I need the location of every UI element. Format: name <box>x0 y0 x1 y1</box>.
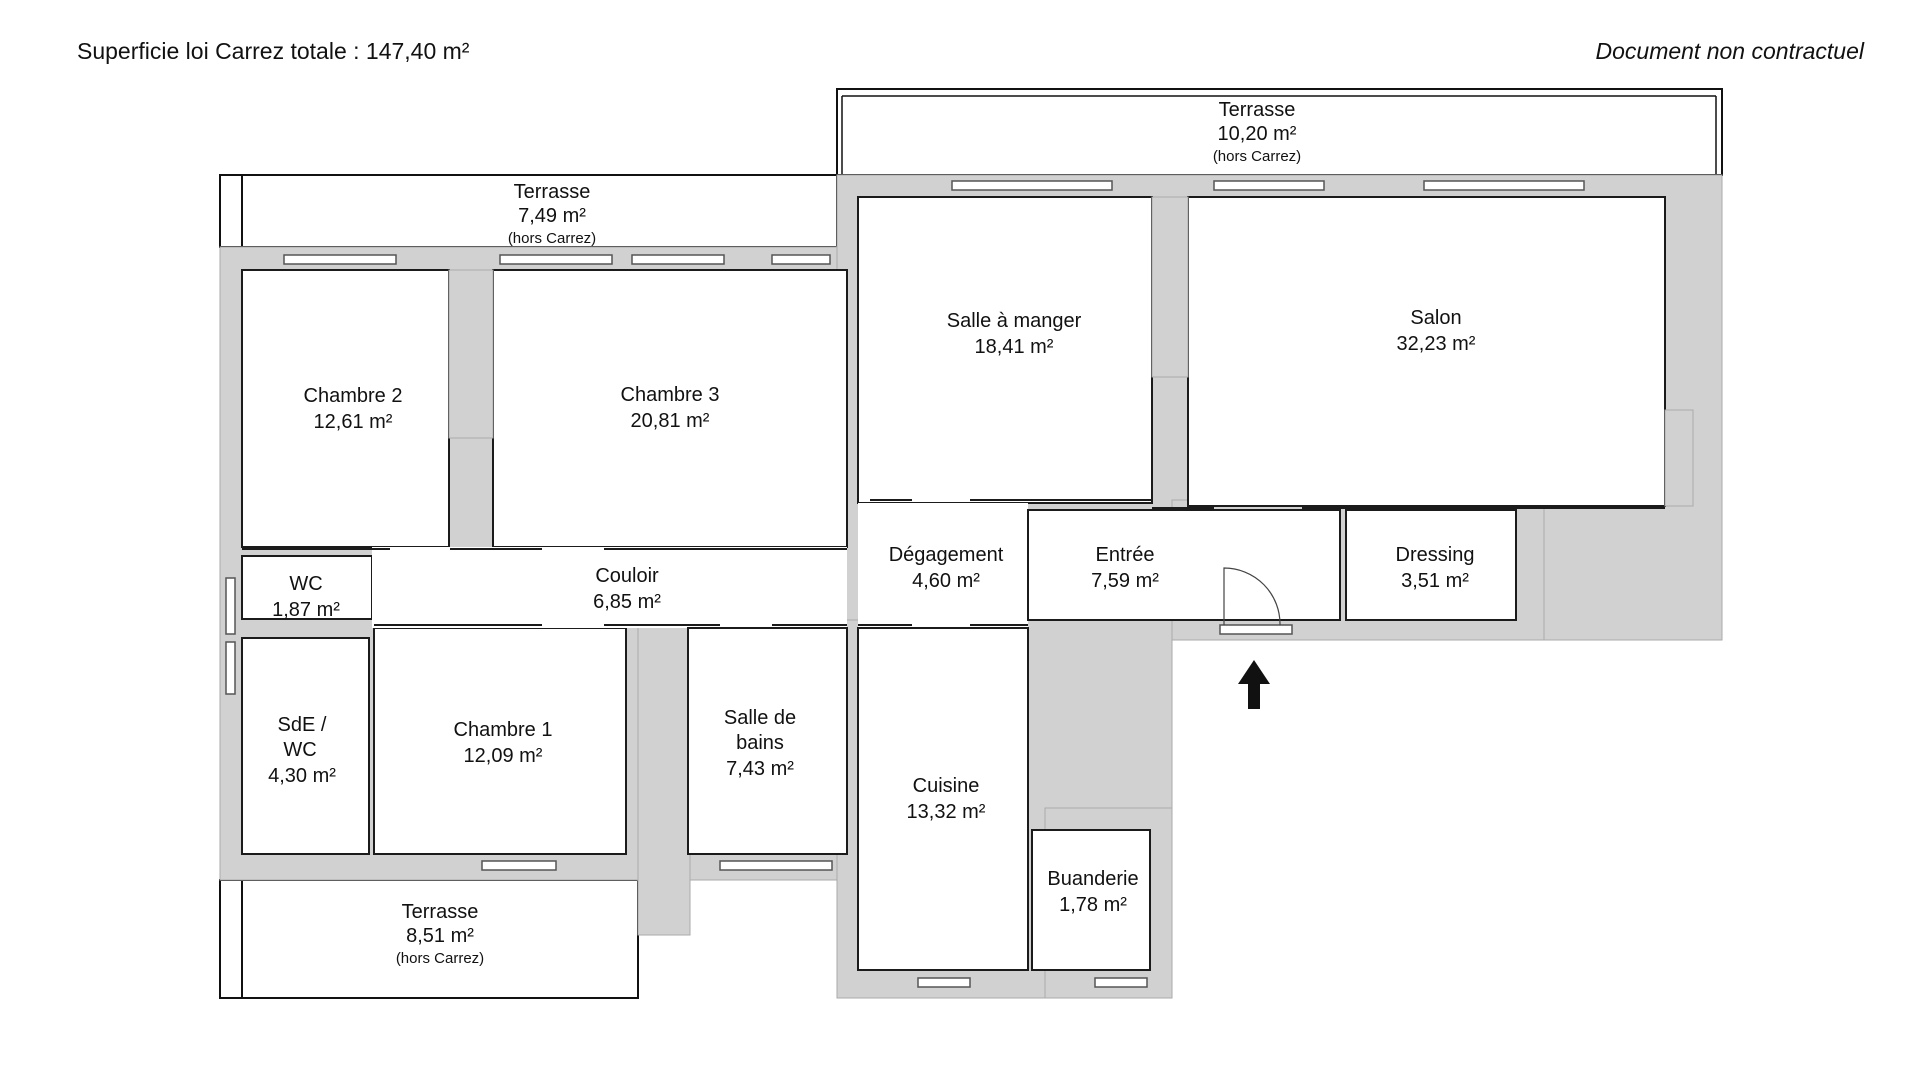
label-degagement: Dégagement 4,60 m² <box>889 544 1004 592</box>
room-dressing <box>1345 509 1517 621</box>
window-salon-b <box>1423 180 1585 191</box>
svg-text:12,61 m²: 12,61 m² <box>314 411 393 433</box>
window-chambre3-b <box>631 254 725 265</box>
svg-text:7,49 m²: 7,49 m² <box>518 205 586 227</box>
window-chambre1 <box>481 860 557 871</box>
terrasse-bottom-area <box>219 879 639 999</box>
label-wc: WC 1,87 m² <box>272 573 340 621</box>
label-chambre1: Chambre 1 12,09 m² <box>454 719 553 767</box>
window-cuisine <box>917 977 971 988</box>
svg-text:10,20 m²: 10,20 m² <box>1218 123 1297 145</box>
window-salle-a-manger <box>951 180 1113 191</box>
wall-chambre-divider <box>448 269 494 439</box>
svg-text:Terrasse: Terrasse <box>402 901 479 923</box>
svg-text:Dégagement: Dégagement <box>889 544 1004 566</box>
room-salon <box>1187 196 1666 507</box>
svg-text:Buanderie: Buanderie <box>1047 868 1138 890</box>
label-couloir: Couloir 6,85 m² <box>593 565 661 613</box>
svg-text:12,09 m²: 12,09 m² <box>464 745 543 767</box>
label-sde-wc: SdE / WC 4,30 m² <box>268 714 336 787</box>
svg-text:Entrée: Entrée <box>1096 544 1155 566</box>
room-chambre3 <box>492 269 848 548</box>
svg-text:7,43 m²: 7,43 m² <box>726 758 794 780</box>
svg-text:(hors Carrez): (hors Carrez) <box>396 950 484 967</box>
entry-door-swing <box>1223 567 1281 626</box>
svg-text:1,78 m²: 1,78 m² <box>1059 894 1127 916</box>
svg-text:32,23 m²: 32,23 m² <box>1397 333 1476 355</box>
label-salle-a-manger: Salle à manger 18,41 m² <box>947 310 1082 358</box>
window-chambre2 <box>283 254 397 265</box>
window-wc <box>225 577 236 635</box>
room-chambre1 <box>373 627 627 855</box>
label-terrasse-top: Terrasse 10,20 m² (hors Carrez) <box>1213 99 1301 165</box>
room-wc <box>241 555 373 620</box>
svg-text:(hors Carrez): (hors Carrez) <box>508 230 596 247</box>
svg-text:Salle à manger: Salle à manger <box>947 310 1082 332</box>
svg-text:Dressing: Dressing <box>1396 544 1475 566</box>
svg-text:4,60 m²: 4,60 m² <box>912 570 980 592</box>
window-sde <box>225 641 236 695</box>
svg-text:Chambre 1: Chambre 1 <box>454 719 553 741</box>
label-dressing: Dressing 3,51 m² <box>1396 544 1475 592</box>
room-couloir <box>372 547 847 628</box>
svg-text:20,81 m²: 20,81 m² <box>631 410 710 432</box>
svg-text:18,41 m²: 18,41 m² <box>975 336 1054 358</box>
room-salle-de-bains <box>687 627 848 855</box>
wall-salon-right-notch <box>1664 409 1694 507</box>
window-chambre3-c <box>771 254 831 265</box>
total-area-label: Superficie loi Carrez totale : 147,40 m² <box>77 38 470 64</box>
svg-text:4,30 m²: 4,30 m² <box>268 765 336 787</box>
window-entree-door <box>1219 624 1293 635</box>
label-salle-de-bains: Salle de bains 7,43 m² <box>724 707 796 780</box>
room-chambre2 <box>241 269 450 548</box>
room-buanderie <box>1031 829 1151 971</box>
label-chambre3: Chambre 3 20,81 m² <box>621 384 720 432</box>
svg-text:Couloir: Couloir <box>595 565 659 587</box>
window-salon-a <box>1213 180 1325 191</box>
svg-text:Cuisine: Cuisine <box>913 775 980 797</box>
window-buanderie <box>1094 977 1148 988</box>
svg-text:Chambre 2: Chambre 2 <box>304 385 403 407</box>
svg-text:Terrasse: Terrasse <box>514 181 591 203</box>
room-cuisine <box>857 627 1029 971</box>
svg-text:Terrasse: Terrasse <box>1219 99 1296 121</box>
window-salle-de-bains <box>719 860 833 871</box>
room-entree <box>1027 509 1341 621</box>
label-salon: Salon 32,23 m² <box>1397 307 1476 355</box>
svg-text:6,85 m²: 6,85 m² <box>593 591 661 613</box>
label-terrasse-left: Terrasse 7,49 m² (hors Carrez) <box>508 181 596 247</box>
label-entree: Entrée 7,59 m² <box>1091 544 1159 592</box>
room-sde-wc <box>241 637 370 855</box>
terrasse-left-post <box>219 174 243 248</box>
svg-text:(hors Carrez): (hors Carrez) <box>1213 148 1301 165</box>
label-chambre2: Chambre 2 12,61 m² <box>304 385 403 433</box>
svg-text:WC: WC <box>289 573 322 595</box>
svg-text:Salon: Salon <box>1410 307 1461 329</box>
window-chambre3-a <box>499 254 613 265</box>
disclaimer-label: Document non contractuel <box>1595 38 1865 64</box>
svg-text:8,51 m²: 8,51 m² <box>406 925 474 947</box>
svg-text:7,59 m²: 7,59 m² <box>1091 570 1159 592</box>
entrance-arrow-icon <box>1238 660 1270 709</box>
label-cuisine: Cuisine 13,32 m² <box>907 775 986 823</box>
svg-text:3,51 m²: 3,51 m² <box>1401 570 1469 592</box>
label-buanderie: Buanderie 1,78 m² <box>1047 868 1138 916</box>
svg-text:13,32 m²: 13,32 m² <box>907 801 986 823</box>
svg-text:WC: WC <box>283 739 316 761</box>
svg-text:Chambre 3: Chambre 3 <box>621 384 720 406</box>
svg-text:SdE /: SdE / <box>278 714 327 736</box>
terrasse-bottom-post <box>219 879 243 999</box>
wall-salon-divider <box>1151 196 1189 378</box>
svg-text:1,87 m²: 1,87 m² <box>272 599 340 621</box>
svg-text:bains: bains <box>736 732 784 754</box>
label-terrasse-bottom: Terrasse 8,51 m² (hors Carrez) <box>396 901 484 967</box>
svg-text:Salle de: Salle de <box>724 707 796 729</box>
room-degagement <box>858 503 1028 628</box>
wall-bath-corridor <box>637 619 691 936</box>
